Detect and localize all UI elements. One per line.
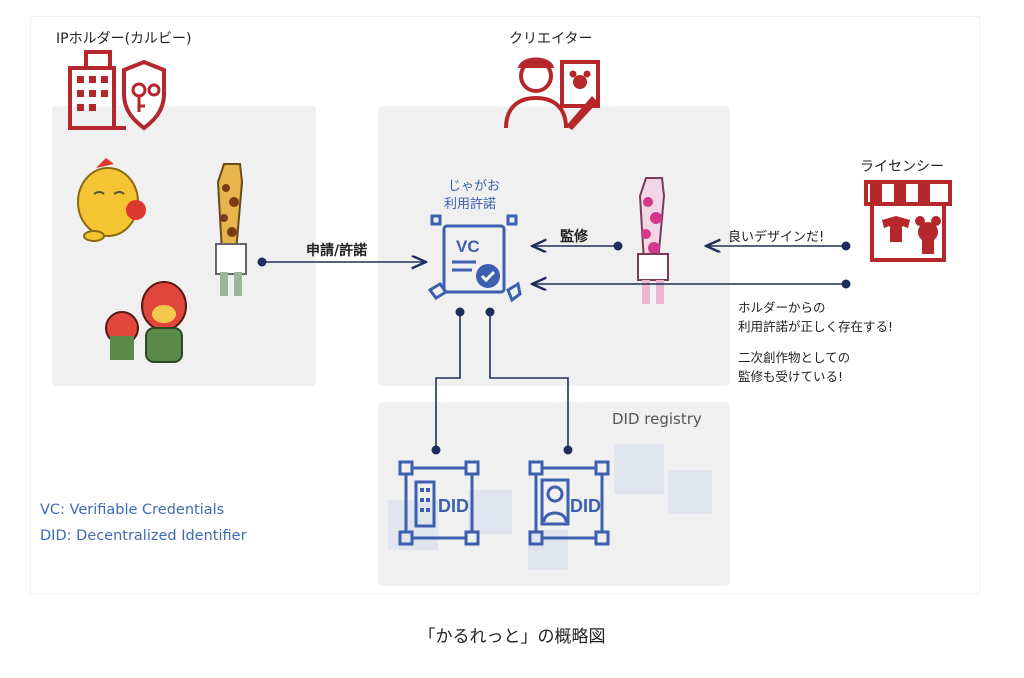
legend-vc: VC: Verifiable Credentials <box>40 502 225 518</box>
supervise-label: 監修 <box>560 229 588 245</box>
note-line4: 監修も受けている! <box>738 369 844 384</box>
did-organization-icon: DID <box>398 460 480 546</box>
ip-holder-label: IPホルダー(カルビー) <box>56 31 192 47</box>
did-person-icon: DID <box>528 460 610 546</box>
ip-holder-panel <box>52 106 316 386</box>
licensee-label: ライセンシー <box>860 159 944 175</box>
pink-giraffe-character <box>637 177 669 304</box>
note-line2: 利用許諾が正しく存在する! <box>738 319 894 334</box>
vc-certificate-icon: VC <box>427 214 522 303</box>
vc-to-did1-line <box>435 312 461 450</box>
did2-text: DID <box>570 496 601 516</box>
jagao-character <box>77 158 146 242</box>
note-line3: 二次創作物としての <box>738 350 851 365</box>
vc-title-line1: じゃがお <box>448 179 501 194</box>
giraffe-character <box>215 163 247 296</box>
did-registry-title: DID registry <box>612 410 702 428</box>
figure-caption: 「かるれっと」の概略図 <box>418 627 606 647</box>
creator-icon <box>504 57 600 130</box>
legend-did: DID: Decentralized Identifier <box>40 528 247 544</box>
building-shield-icon <box>68 50 166 131</box>
vc-badge-text: VC <box>456 237 480 256</box>
shop-icon <box>864 180 952 262</box>
red-characters <box>105 281 187 363</box>
did1-text: DID <box>438 496 469 516</box>
creator-label: クリエイター <box>509 31 593 47</box>
note-line1: ホルダーからの <box>738 300 826 315</box>
good-design-label: 良いデザインだ! <box>728 230 825 245</box>
vc-title-line2: 利用許諾 <box>444 197 497 212</box>
vc-to-did2-line <box>489 312 569 450</box>
apply-permit-label: 申請/許諾 <box>306 243 368 259</box>
